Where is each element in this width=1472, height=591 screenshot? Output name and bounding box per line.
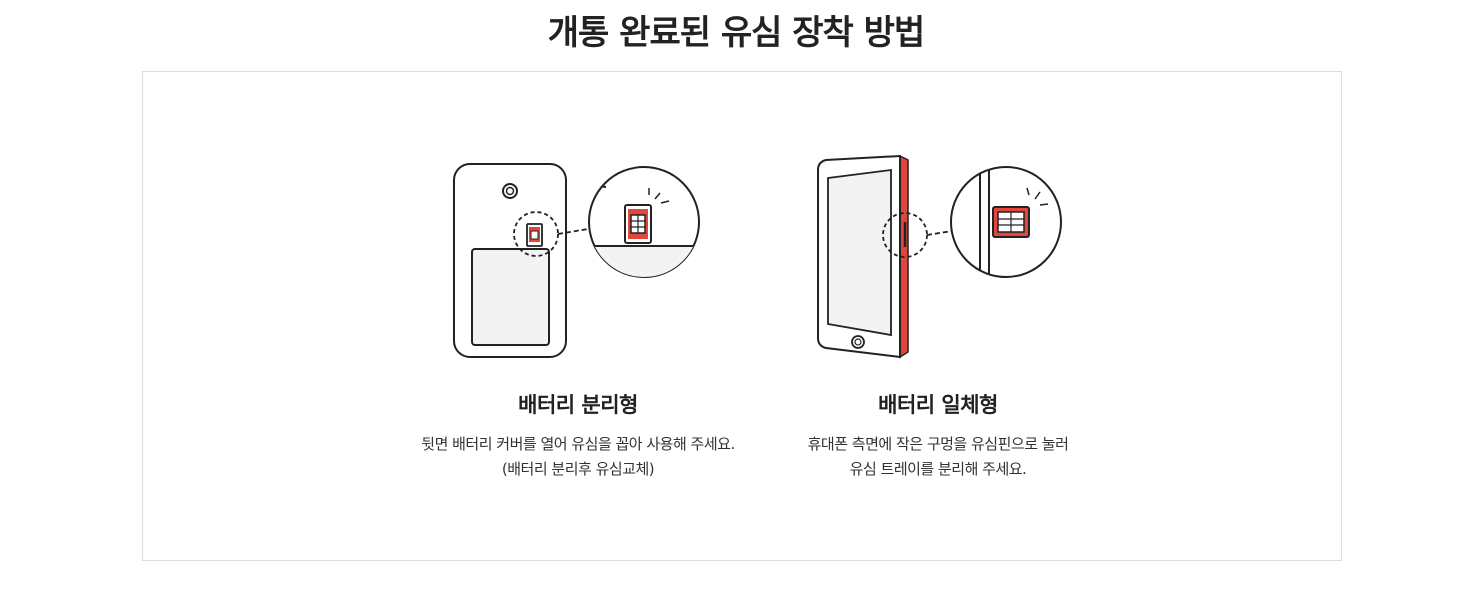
sim-install-panel: 배터리 분리형 뒷면 배터리 커버를 열어 유심을 꼽아 사용해 주세요. (배… (142, 71, 1342, 561)
method-description-line: 유심 트레이를 분리해 주세요. (849, 460, 1027, 478)
method-description: 뒷면 배터리 커버를 열어 유심을 꼽아 사용해 주세요. (배터리 분리후 유… (388, 432, 768, 482)
phone-back-removable-battery-icon (453, 163, 700, 358)
phone-side-sim-tray-icon (817, 154, 1062, 359)
method-description-line: (배터리 분리후 유심교체) (501, 460, 655, 478)
method-description-line: 휴대폰 측면에 작은 구멍을 유심핀으로 눌러 (807, 435, 1069, 453)
method-description-line: 뒷면 배터리 커버를 열어 유심을 꼽아 사용해 주세요. (421, 435, 735, 453)
method-heading: 배터리 분리형 (518, 393, 638, 417)
method-heading: 배터리 일체형 (878, 393, 998, 417)
method-description: 휴대폰 측면에 작은 구멍을 유심핀으로 눌러 유심 트레이를 분리해 주세요. (748, 432, 1128, 482)
page-title: 개통 완료된 유심 장착 방법 (547, 13, 925, 53)
